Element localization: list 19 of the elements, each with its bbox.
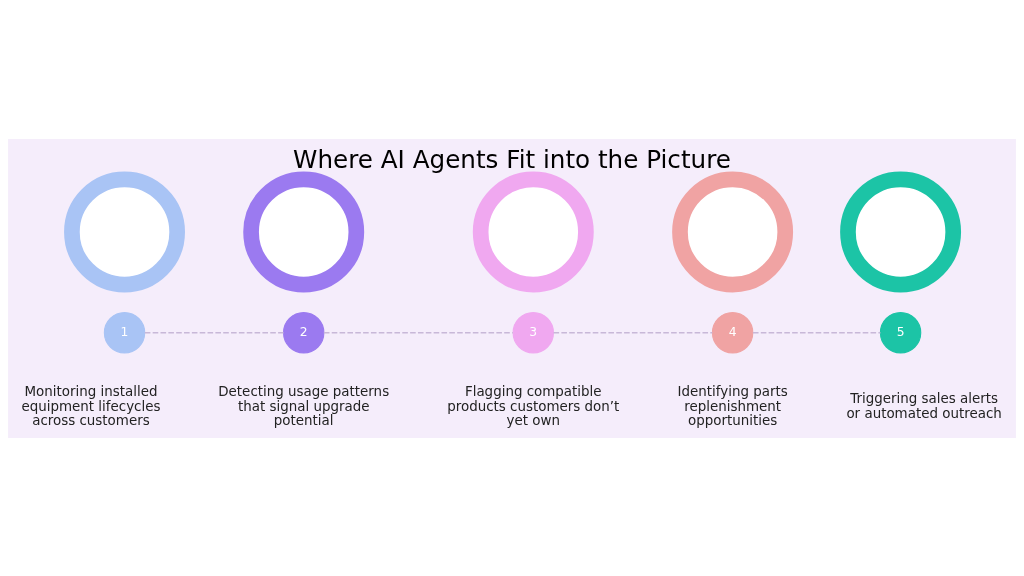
node-circle: 1 — [103, 311, 146, 353]
connector — [552, 331, 713, 333]
connector — [144, 331, 285, 333]
node-circle: 4 — [711, 311, 754, 353]
connector — [752, 331, 882, 333]
diagram-title: Where AI Agents Fit into the Picture — [293, 144, 731, 174]
node-label: Flagging compatible products customers don’t yet own — [447, 383, 620, 428]
node-circle — [243, 170, 365, 292]
connector — [323, 331, 514, 333]
node-circle: 2 — [283, 311, 325, 353]
node-circle — [64, 170, 185, 292]
node-circle — [840, 170, 962, 292]
node-label: Monitoring installed equipment lifecycles across customers — [21, 383, 161, 428]
node-circle: 5 — [879, 311, 922, 353]
node-label: Triggering sales alerts or automated outreach — [846, 390, 1002, 421]
node-circle: 3 — [512, 311, 554, 353]
node-label: Detecting usage patterns that signal upgrade potential — [218, 383, 390, 428]
node-label: Identifying parts replenishment opportunities — [677, 383, 788, 428]
node-circle — [672, 170, 794, 292]
